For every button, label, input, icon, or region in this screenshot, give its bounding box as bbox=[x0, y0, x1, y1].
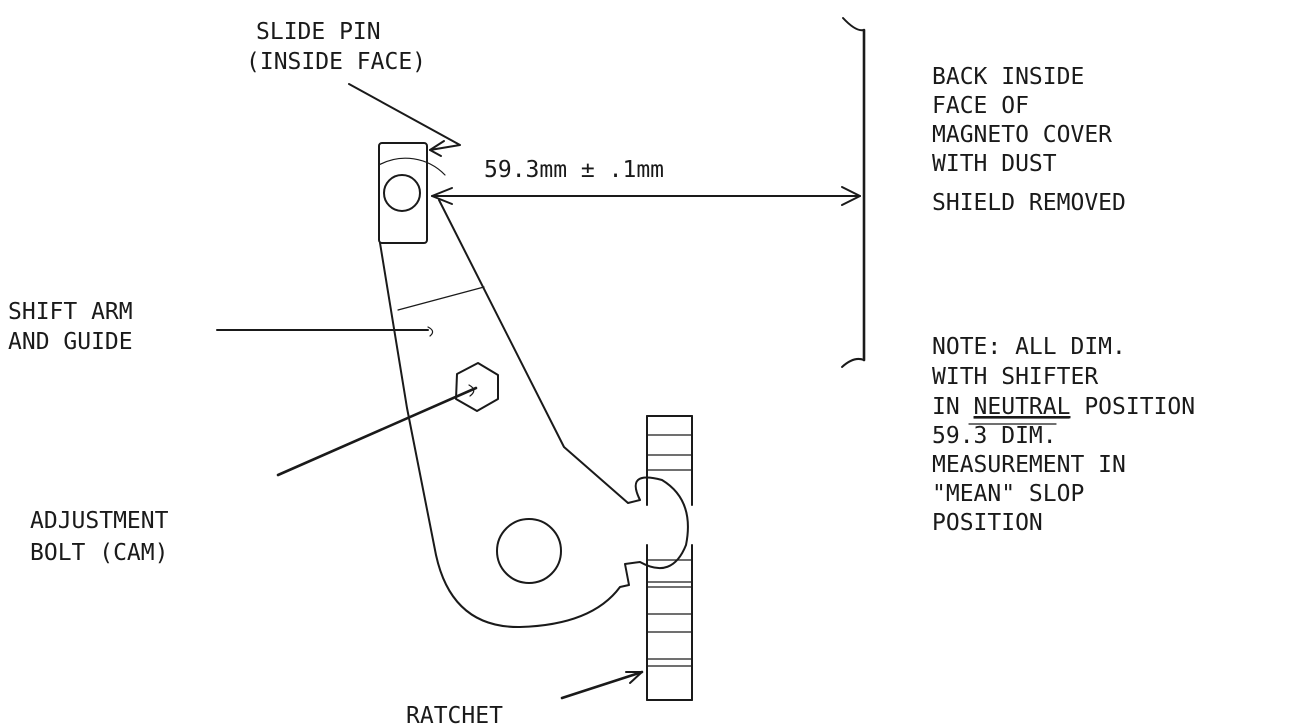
adjustment-bolt-leader bbox=[276, 386, 478, 477]
slide-pin bbox=[378, 142, 446, 244]
back-face-label: BACK INSIDE FACE OF MAGNETO COVER WITH D… bbox=[932, 64, 1126, 216]
dimension-line: 59.3mm ± .1mm bbox=[431, 157, 861, 206]
svg-text:BOLT (CAM): BOLT (CAM) bbox=[30, 540, 168, 566]
svg-text:59.3 DIM.: 59.3 DIM. bbox=[932, 423, 1057, 449]
ratchet bbox=[646, 415, 693, 701]
svg-text:MAGNETO COVER: MAGNETO COVER bbox=[932, 122, 1112, 148]
svg-text:FACE OF: FACE OF bbox=[932, 93, 1029, 119]
svg-text:SHIELD REMOVED: SHIELD REMOVED bbox=[932, 190, 1126, 216]
magneto-cover-reference bbox=[841, 17, 866, 368]
slide-pin-leader bbox=[348, 83, 461, 157]
shift-arm bbox=[379, 199, 689, 629]
adjustment-bolt bbox=[455, 362, 499, 412]
svg-text:SLIDE PIN: SLIDE PIN bbox=[256, 19, 381, 45]
svg-text:POSITION: POSITION bbox=[932, 510, 1043, 536]
adjustment-bolt-label: ADJUSTMENT BOLT (CAM) bbox=[30, 508, 169, 566]
svg-text:WITH DUST: WITH DUST bbox=[932, 151, 1057, 177]
svg-text:SHIFT ARM: SHIFT ARM bbox=[8, 299, 133, 325]
svg-text:(INSIDE FACE): (INSIDE FACE) bbox=[246, 49, 426, 75]
note-block: NOTE: ALL DIM. WITH SHIFTER IN NEUTRAL P… bbox=[932, 334, 1195, 536]
svg-text:AND GUIDE: AND GUIDE bbox=[8, 329, 133, 355]
svg-text:NOTE: ALL DIM.: NOTE: ALL DIM. bbox=[932, 334, 1126, 360]
ratchet-leader bbox=[560, 670, 644, 700]
svg-text:BACK INSIDE: BACK INSIDE bbox=[932, 64, 1084, 90]
svg-text:MEASUREMENT IN: MEASUREMENT IN bbox=[932, 452, 1126, 478]
svg-text:"MEAN" SLOP: "MEAN" SLOP bbox=[932, 481, 1084, 507]
svg-text:ADJUSTMENT: ADJUSTMENT bbox=[30, 508, 169, 534]
svg-text:IN NEUTRAL POSITION: IN NEUTRAL POSITION bbox=[932, 394, 1195, 420]
slide-pin-label: SLIDE PIN (INSIDE FACE) bbox=[246, 19, 426, 75]
ratchet-label: RATCHET bbox=[406, 703, 503, 725]
shift-arm-label: SHIFT ARM AND GUIDE bbox=[8, 299, 133, 355]
svg-text:WITH SHIFTER: WITH SHIFTER bbox=[932, 364, 1098, 390]
dimension-label: 59.3mm ± .1mm bbox=[484, 157, 664, 183]
